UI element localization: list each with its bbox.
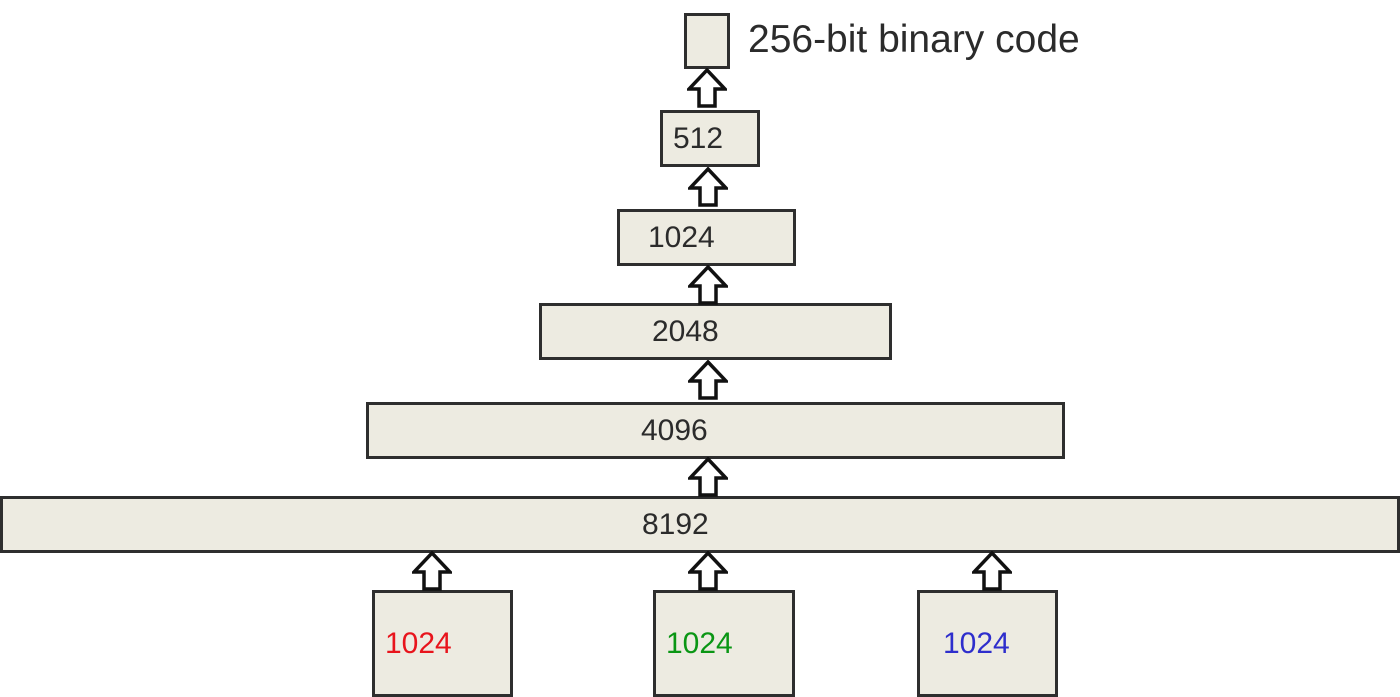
layer-4096-label: 4096 — [641, 413, 708, 447]
input-box-1: 1024 — [372, 590, 513, 697]
layer-512-box: 512 — [660, 110, 760, 167]
layer-1024-label: 1024 — [648, 220, 715, 254]
input-box-3: 1024 — [917, 590, 1058, 697]
arrow-up-icon-to-output — [687, 68, 727, 108]
input-label-3: 1024 — [943, 626, 1010, 660]
input-box-2: 1024 — [653, 590, 795, 697]
arrow-up-icon-to-2048 — [688, 360, 728, 400]
layer-512-label: 512 — [673, 121, 724, 155]
input-label-1: 1024 — [385, 626, 452, 660]
layer-8192-box: 8192 — [0, 496, 1400, 553]
output-code-box — [684, 13, 730, 69]
input-label-2: 1024 — [666, 626, 733, 660]
layer-1024-box: 1024 — [617, 209, 796, 266]
arrow-up-icon-input-3 — [972, 551, 1012, 591]
arrow-up-icon-input-1 — [412, 551, 452, 591]
layer-2048-box: 2048 — [539, 303, 892, 360]
output-code-label: 256-bit binary code — [748, 18, 1080, 61]
arrow-up-icon-to-4096 — [688, 457, 728, 497]
layer-4096-box: 4096 — [366, 402, 1065, 459]
arrow-up-icon-to-1024 — [688, 265, 728, 305]
arrow-up-icon-input-2 — [688, 551, 728, 591]
layer-8192-label: 8192 — [642, 507, 709, 541]
layer-2048-label: 2048 — [652, 314, 719, 348]
arrow-up-icon-to-512 — [688, 167, 728, 207]
